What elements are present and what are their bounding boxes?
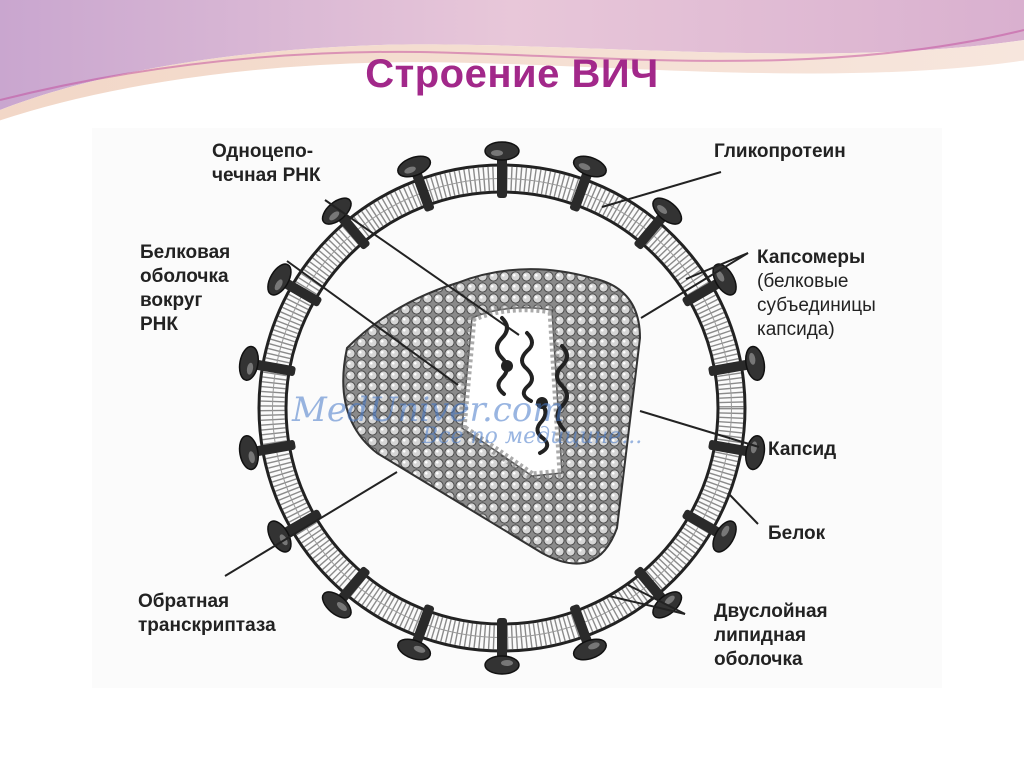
label-capsid: Капсид bbox=[768, 439, 837, 460]
glycoprotein-spike bbox=[321, 197, 370, 250]
label-capsomeres: Капсомеры (белковые субъединицы капсида) bbox=[757, 247, 876, 340]
glycoprotein-spike bbox=[238, 345, 296, 381]
glycoprotein-spike bbox=[238, 435, 296, 471]
glycoprotein-spike bbox=[397, 604, 435, 661]
glycoprotein-spike bbox=[708, 345, 766, 381]
rna-strands bbox=[495, 316, 569, 455]
glycoprotein-spike bbox=[321, 566, 370, 619]
glycoprotein-spike bbox=[569, 155, 607, 212]
glycoprotein-spike bbox=[484, 618, 520, 675]
label-lipid-bilayer: Двуслойная липидная оболочка bbox=[714, 601, 828, 670]
slide-title: Строение ВИЧ bbox=[365, 52, 659, 96]
glycoprotein-spike bbox=[397, 155, 435, 212]
watermark-slogan: Все по медицине... bbox=[422, 424, 643, 449]
glycoprotein-spikes bbox=[238, 141, 766, 675]
label-protein-shell: Белковая оболочка вокруг РНК bbox=[140, 242, 231, 335]
glycoprotein-spike bbox=[267, 263, 322, 307]
watermark-site: MedUniver.com bbox=[292, 390, 565, 430]
label-rna: Одноцепо- чечная РНК bbox=[212, 141, 321, 186]
decorative-banner bbox=[0, 0, 1024, 124]
virion-illustration bbox=[224, 141, 766, 675]
glycoprotein-spike bbox=[569, 604, 607, 661]
glycoprotein-spike bbox=[484, 141, 520, 198]
glycoprotein-spike bbox=[267, 509, 322, 553]
leader-lines bbox=[224, 171, 760, 615]
label-protein: Белок bbox=[768, 523, 826, 544]
label-reverse-transcriptase: Обратная транскриптаза bbox=[138, 591, 276, 636]
hiv-structure-diagram: MedUniver.com Все по медицине... Одноцеп… bbox=[92, 128, 942, 688]
glycoprotein-spike bbox=[682, 509, 737, 553]
label-glycoprotein: Гликопротеин bbox=[714, 141, 846, 162]
glycoprotein-spike bbox=[634, 197, 683, 250]
